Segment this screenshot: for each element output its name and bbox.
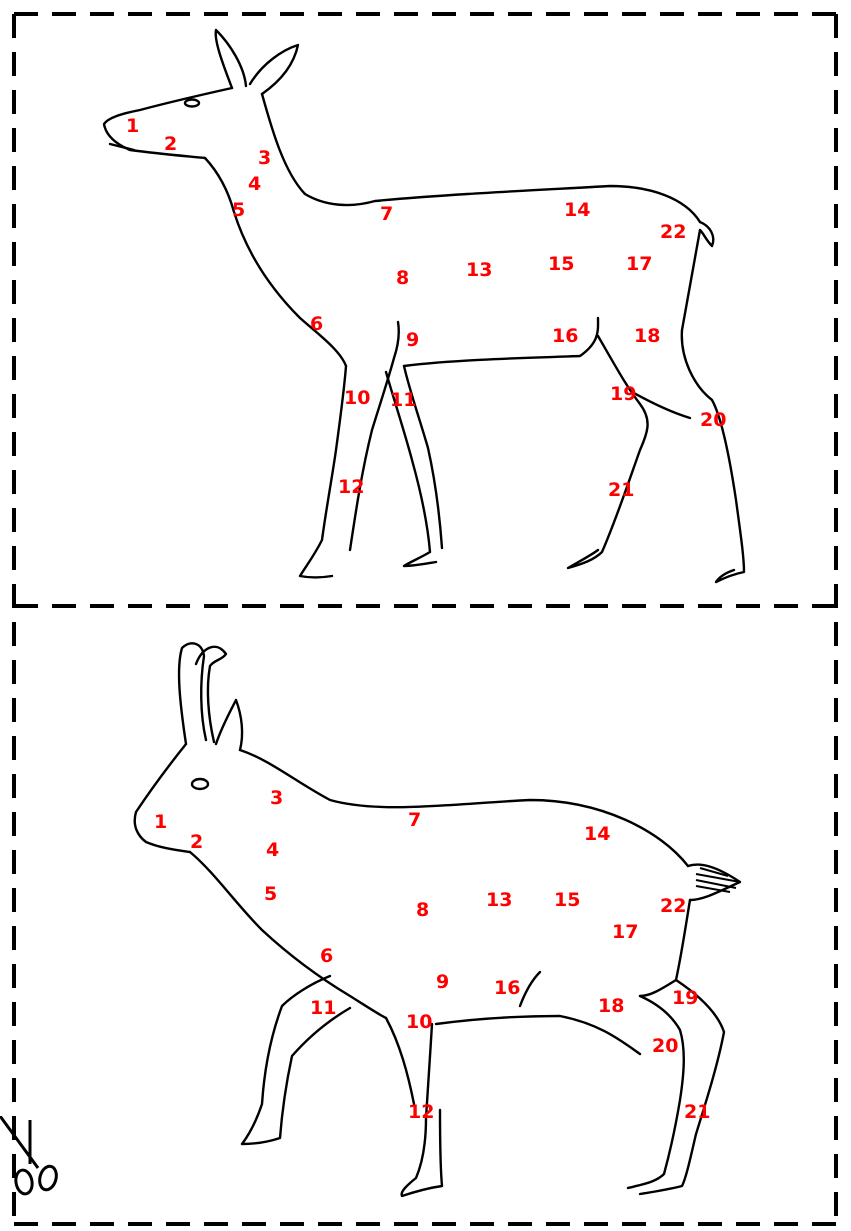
deer-ear-left — [214, 28, 248, 90]
chamois-front-leg-standing — [400, 1022, 444, 1198]
chamois-elbow-line — [518, 970, 542, 1008]
chamois-label-13: 13 — [486, 889, 512, 911]
deer-label-17: 17 — [626, 253, 652, 275]
chamois-tail-tuft — [695, 867, 741, 893]
chamois-label-10: 10 — [406, 1011, 432, 1033]
deer-label-1: 1 — [126, 115, 139, 137]
deer-front-leg-left-back — [348, 320, 400, 552]
chamois-label-14: 14 — [584, 823, 610, 845]
deer-head — [102, 86, 234, 160]
deer-front-leg-left — [384, 370, 438, 568]
chamois-back — [238, 748, 690, 868]
chamois-rear-leg-left — [626, 994, 685, 1190]
deer-tail — [698, 220, 715, 248]
chamois-ear — [214, 698, 244, 752]
chamois-panel — [0, 604, 851, 1231]
deer-label-7: 7 — [380, 203, 393, 225]
chamois-chest — [188, 850, 388, 1020]
chamois-label-7: 7 — [408, 809, 421, 831]
deer-chest — [203, 156, 348, 368]
chamois-label-3: 3 — [270, 787, 283, 809]
chamois-label-17: 17 — [612, 921, 638, 943]
chamois-label-1: 1 — [154, 811, 167, 833]
deer-ear-right — [248, 43, 300, 96]
scissors-icon — [0, 1116, 58, 1196]
deer-mouth — [108, 142, 136, 152]
chamois-eye — [190, 777, 210, 791]
deer-label-15: 15 — [548, 253, 574, 275]
deer-label-14: 14 — [564, 199, 590, 221]
deer-label-16: 16 — [552, 325, 578, 347]
deer-label-8: 8 — [396, 267, 409, 289]
deer-label-2: 2 — [164, 133, 177, 155]
deer-label-19: 19 — [610, 383, 636, 405]
chamois-label-5: 5 — [264, 883, 277, 905]
deer-label-9: 9 — [406, 329, 419, 351]
chamois-horn-right — [194, 645, 228, 744]
deer-hock-line — [630, 390, 692, 420]
deer-label-12: 12 — [338, 476, 364, 498]
deer-label-22: 22 — [660, 221, 686, 243]
chamois-label-9: 9 — [436, 971, 449, 993]
chamois-label-20: 20 — [652, 1035, 678, 1057]
deer-rear-leg-right — [680, 228, 746, 584]
chamois-label-2: 2 — [190, 831, 203, 853]
chamois-label-12: 12 — [408, 1101, 434, 1123]
deer-label-6: 6 — [310, 313, 323, 335]
deer-rear-leg-left — [566, 334, 649, 570]
deer-label-11: 11 — [390, 389, 416, 411]
chamois-label-15: 15 — [554, 889, 580, 911]
chamois-front-leg-lifted — [240, 974, 352, 1146]
chamois-label-19: 19 — [672, 987, 698, 1009]
chamois-label-11: 11 — [310, 997, 336, 1019]
deer-belly — [402, 316, 600, 368]
deer-back — [260, 92, 702, 224]
chamois-label-8: 8 — [416, 899, 429, 921]
chamois-belly — [434, 1014, 642, 1056]
deer-panel — [0, 0, 851, 604]
chamois-label-4: 4 — [266, 839, 279, 861]
deer-label-4: 4 — [248, 173, 261, 195]
deer-label-21: 21 — [608, 479, 634, 501]
chamois-label-6: 6 — [320, 945, 333, 967]
deer-label-10: 10 — [344, 387, 370, 409]
deer-front-leg-right — [298, 364, 348, 579]
deer-label-5: 5 — [232, 199, 245, 221]
chamois-horn-left — [177, 642, 208, 746]
chamois-label-22: 22 — [660, 895, 686, 917]
chamois-label-16: 16 — [494, 977, 520, 999]
deer-label-20: 20 — [700, 409, 726, 431]
chamois-rear-leg-right — [638, 898, 726, 1196]
chamois-head — [133, 742, 192, 854]
chamois-label-21: 21 — [684, 1101, 710, 1123]
chamois-label-18: 18 — [598, 995, 624, 1017]
chamois-flank-line — [638, 978, 678, 998]
deer-label-18: 18 — [634, 325, 660, 347]
chamois-drawing — [133, 642, 742, 1198]
deer-label-3: 3 — [258, 147, 271, 169]
chamois-foreleg-inner — [384, 1016, 416, 1106]
deer-label-13: 13 — [466, 259, 492, 281]
deer-eye — [183, 98, 201, 108]
deer-drawing — [102, 28, 746, 584]
deer-front-leg-left-front — [402, 364, 444, 550]
